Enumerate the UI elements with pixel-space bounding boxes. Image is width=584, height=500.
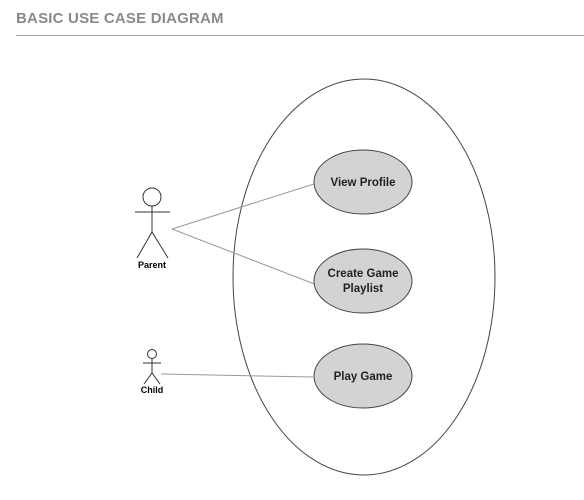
use-case-play-game[interactable]: Play Game xyxy=(313,343,413,409)
association-child-play-game[interactable] xyxy=(160,373,314,378)
page-title: BASIC USE CASE DIAGRAM xyxy=(16,10,224,27)
system-boundary[interactable] xyxy=(232,78,496,476)
actor-parent[interactable]: Parent xyxy=(135,187,170,270)
stick-figure-icon xyxy=(143,349,161,385)
use-case-view-profile[interactable]: View Profile xyxy=(313,149,413,215)
use-case-shape xyxy=(313,343,413,409)
use-case-label: Play Game xyxy=(334,371,393,383)
use-case-label: View Profile xyxy=(331,177,396,189)
use-case-shape xyxy=(313,248,413,314)
stick-figure-icon xyxy=(135,187,170,259)
actor-label-child: Child xyxy=(141,385,164,395)
use-case-create-game-playlist[interactable]: Create Game Playlist xyxy=(313,248,413,314)
actor-label-parent: Parent xyxy=(138,260,166,270)
use-case-shape xyxy=(313,149,413,215)
use-case-label-line-2: Playlist xyxy=(343,283,383,295)
association-parent-view-profile[interactable] xyxy=(171,182,318,230)
title-divider xyxy=(16,35,584,36)
association-parent-create-playlist[interactable] xyxy=(171,228,318,286)
use-case-label-line-1: Create Game xyxy=(328,268,399,280)
actor-child[interactable]: Child xyxy=(141,349,164,396)
